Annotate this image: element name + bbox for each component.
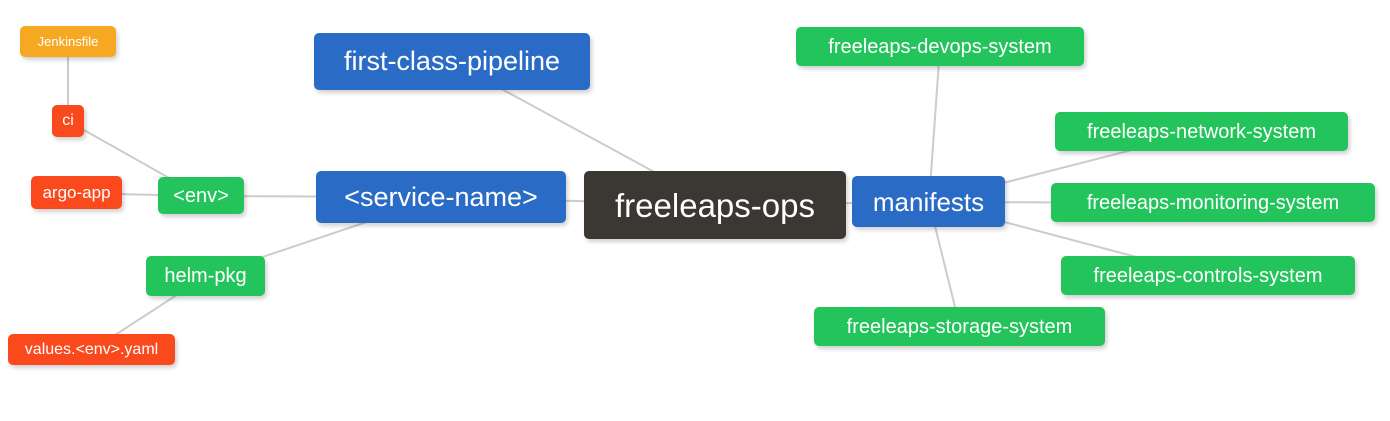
node-argo-app[interactable]: argo-app xyxy=(31,176,122,209)
node-freeleaps-controls-system[interactable]: freeleaps-controls-system xyxy=(1061,256,1355,295)
node-service-name[interactable]: <service-name> xyxy=(316,171,566,223)
node-ci[interactable]: ci xyxy=(52,105,84,137)
node-freeleaps-ops-root[interactable]: freeleaps-ops xyxy=(584,171,846,239)
node-freeleaps-devops-system[interactable]: freeleaps-devops-system xyxy=(796,27,1084,66)
node-helm-pkg[interactable]: helm-pkg xyxy=(146,256,265,296)
node-freeleaps-storage-system[interactable]: freeleaps-storage-system xyxy=(814,307,1105,346)
node-freeleaps-monitoring-system[interactable]: freeleaps-monitoring-system xyxy=(1051,183,1375,222)
node-env[interactable]: <env> xyxy=(158,177,244,214)
node-values-env-yaml[interactable]: values.<env>.yaml xyxy=(8,334,175,365)
node-jenkinsfile[interactable]: Jenkinsfile xyxy=(20,26,116,57)
node-freeleaps-network-system[interactable]: freeleaps-network-system xyxy=(1055,112,1348,151)
node-manifests[interactable]: manifests xyxy=(852,176,1005,227)
node-first-class-pipeline[interactable]: first-class-pipeline xyxy=(314,33,590,90)
